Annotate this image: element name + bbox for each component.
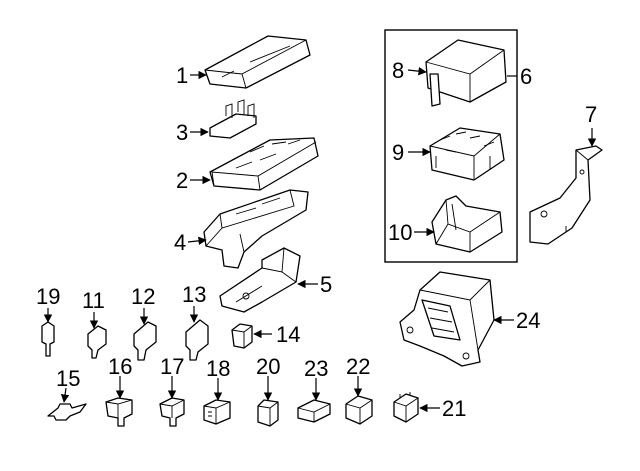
fuse-17[interactable] [159, 397, 185, 427]
callout-12: 12 [131, 284, 155, 309]
fuse-12[interactable] [133, 321, 157, 361]
callout-17: 17 [160, 354, 184, 379]
callout-18: 18 [206, 356, 230, 381]
callout-5: 5 [320, 272, 332, 297]
relay-box-bracket[interactable] [529, 145, 603, 245]
fuse-11[interactable] [87, 325, 107, 359]
relay-22[interactable] [345, 395, 373, 425]
mounting-bracket[interactable] [219, 247, 301, 313]
relay-box-tray[interactable] [431, 195, 503, 253]
callout-2: 2 [176, 168, 188, 193]
callout-3: 3 [176, 120, 188, 145]
callout-23: 23 [304, 356, 328, 381]
lower-housing[interactable] [203, 189, 309, 269]
callout-14: 14 [276, 322, 300, 347]
callout-15: 15 [56, 366, 80, 391]
relay-21[interactable] [393, 392, 419, 423]
callout-8: 8 [392, 58, 404, 83]
callout-20: 20 [256, 354, 280, 379]
relay-18[interactable] [203, 399, 231, 425]
relay-box-group-frame [384, 29, 518, 263]
callout-22: 22 [346, 354, 370, 379]
main-relay[interactable] [399, 271, 495, 367]
fuse-16[interactable] [105, 397, 133, 427]
callout-6: 6 [520, 64, 532, 89]
fuse-box-base[interactable] [209, 137, 319, 191]
callout-4: 4 [174, 230, 186, 255]
leader-lines [43, 66, 597, 413]
fuse-13[interactable] [185, 319, 209, 361]
fuse-19[interactable] [41, 321, 55, 357]
callout-1: 1 [176, 63, 188, 88]
fuse-14[interactable] [231, 323, 253, 349]
relay-23[interactable] [297, 399, 331, 423]
relay-box-cover[interactable] [425, 39, 507, 107]
bus-bar[interactable] [209, 99, 257, 139]
callout-19: 19 [36, 284, 60, 309]
callout-labels: 1 3 2 4 5 8 6 9 10 7 24 19 11 12 13 14 1… [36, 58, 597, 421]
callout-16: 16 [108, 354, 132, 379]
relay-block[interactable] [429, 127, 505, 181]
callout-7: 7 [585, 102, 597, 127]
fuse-15[interactable] [47, 403, 87, 421]
callout-21: 21 [442, 396, 466, 421]
callout-9: 9 [392, 140, 404, 165]
callout-24: 24 [516, 308, 540, 333]
callout-13: 13 [182, 282, 206, 307]
callout-10: 10 [388, 220, 412, 245]
callout-11: 11 [82, 288, 105, 313]
relay-20[interactable] [257, 399, 279, 427]
fuse-box-cover[interactable] [204, 35, 311, 89]
